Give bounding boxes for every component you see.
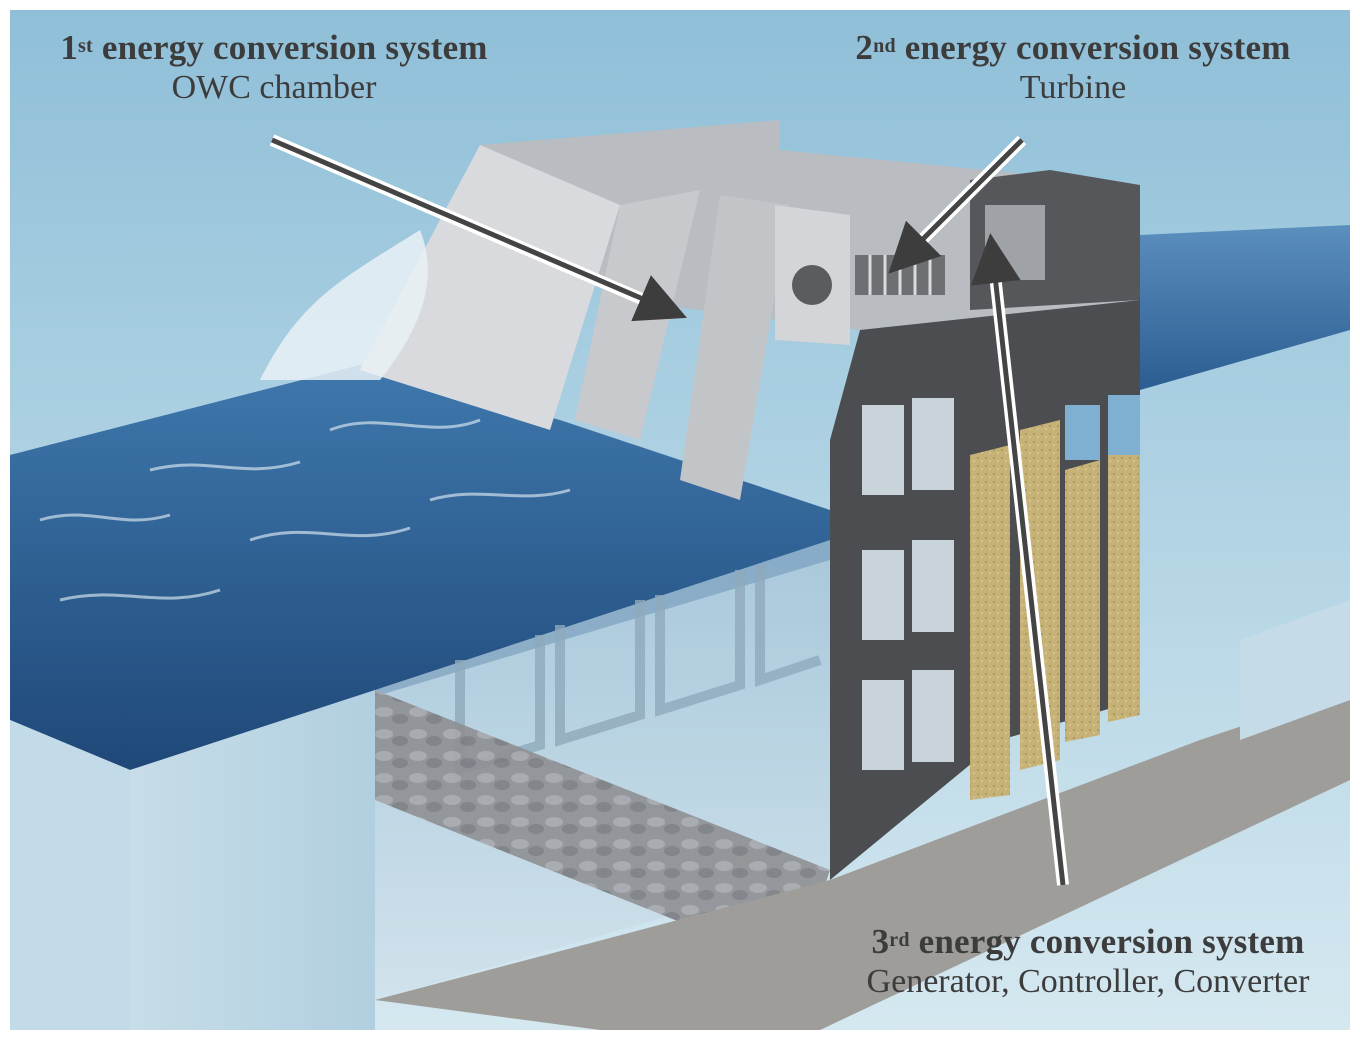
annotation-arrows	[269, 134, 1069, 886]
label-second-system: 2nd energy conversion system Turbine	[838, 28, 1308, 108]
wave-highlights	[39, 418, 571, 602]
ground-right	[1240, 600, 1350, 740]
label-third-system: 3rd energy conversion system Generator, …	[838, 922, 1338, 1002]
label-first-system: 1st energy conversion system OWC chamber	[44, 28, 504, 108]
label-third-heading: 3rd energy conversion system	[871, 922, 1305, 961]
label-second-subtitle: Turbine	[1019, 69, 1127, 106]
label-second-heading: 2nd energy conversion system	[855, 28, 1291, 67]
turbine-duct	[792, 265, 832, 305]
caisson-front-slope	[360, 145, 620, 430]
water-box-side	[130, 690, 375, 1030]
rock-armour	[375, 690, 830, 930]
section-windows	[862, 398, 954, 770]
far-sea-right	[1140, 225, 1350, 390]
water-cells-top	[1065, 395, 1140, 460]
label-third-subtitle: Generator, Controller, Converter	[866, 963, 1310, 1000]
label-first-heading: 1st energy conversion system	[60, 28, 488, 67]
label-first-subtitle: OWC chamber	[171, 69, 377, 106]
sand-fill-cells	[970, 420, 1140, 800]
spray	[260, 230, 428, 380]
water-box-front	[10, 720, 130, 1030]
chamber-wall-2	[680, 195, 790, 500]
seabed-strip	[375, 690, 1350, 1030]
